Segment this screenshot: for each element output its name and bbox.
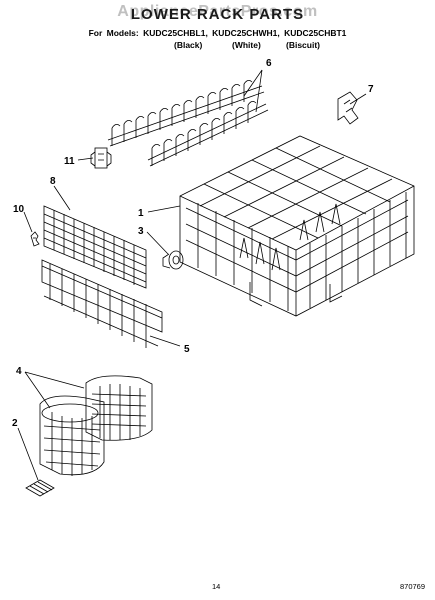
side-rail bbox=[41, 259, 163, 348]
grid-panel bbox=[43, 205, 147, 289]
tine-row-upper bbox=[107, 80, 265, 147]
mesh-pad bbox=[25, 479, 55, 497]
color-black: (Black) bbox=[174, 40, 203, 50]
callout-7: 7 bbox=[368, 84, 374, 95]
callout-2: 2 bbox=[12, 418, 18, 429]
page-number: 14 bbox=[212, 582, 221, 591]
callout-1: 1 bbox=[138, 208, 144, 219]
tine-row-lower bbox=[147, 101, 269, 167]
silverware-basket-front bbox=[39, 395, 105, 476]
rack-wheel bbox=[162, 250, 184, 270]
callout-3: 3 bbox=[138, 226, 144, 237]
callout-10: 10 bbox=[13, 204, 25, 215]
callout-8: 8 bbox=[50, 176, 56, 187]
color-biscuit: (Biscuit) bbox=[286, 40, 320, 50]
clip-small bbox=[30, 231, 40, 247]
tine-bracket bbox=[90, 147, 112, 169]
watermark: AppliancePartsPros.com bbox=[117, 3, 318, 20]
models-line: For Models: KUDC25CHBL1, KUDC25CHWH1, KU… bbox=[88, 28, 347, 38]
rack-clip bbox=[337, 91, 359, 125]
page-title: LOWER RACK PARTS bbox=[130, 6, 305, 23]
callout-6: 6 bbox=[266, 58, 272, 69]
color-white: (White) bbox=[232, 40, 261, 50]
callout-11: 11 bbox=[64, 156, 75, 167]
leader-lines bbox=[17, 69, 367, 481]
callout-5: 5 bbox=[184, 344, 190, 355]
lower-rack bbox=[179, 135, 415, 317]
silverware-basket-rear bbox=[85, 375, 153, 441]
figure-code: 870769 bbox=[400, 582, 426, 591]
callout-4: 4 bbox=[16, 366, 22, 377]
